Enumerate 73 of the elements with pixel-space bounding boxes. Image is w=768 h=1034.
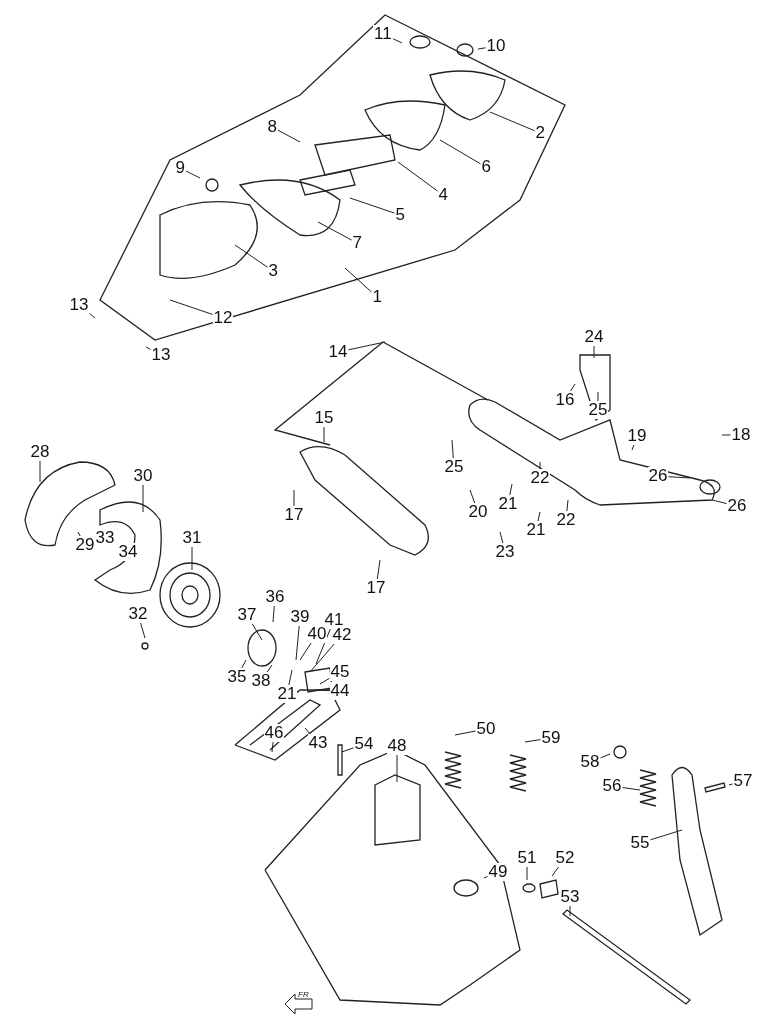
leader-line xyxy=(341,747,354,753)
leader-line xyxy=(241,659,247,669)
leader-line xyxy=(537,511,541,522)
leader-line xyxy=(566,499,569,512)
leader-line xyxy=(392,38,403,44)
leader-line xyxy=(477,47,486,50)
leader-line xyxy=(185,170,201,179)
leader-line xyxy=(277,129,301,143)
leader-line xyxy=(489,111,535,132)
leader-line xyxy=(376,559,381,580)
leader-line xyxy=(454,730,476,736)
leader-line xyxy=(539,461,541,470)
callout-number: 40 xyxy=(306,625,328,643)
leader-line xyxy=(271,741,274,753)
direction-label: FR xyxy=(298,990,309,999)
leader-line xyxy=(600,753,611,759)
leader-line xyxy=(526,866,528,881)
leader-line xyxy=(721,434,731,436)
callout-number: 45 xyxy=(329,663,351,681)
leader-line xyxy=(140,622,146,639)
leader-line xyxy=(622,787,641,791)
callout-number: 34 xyxy=(117,543,139,561)
leader-line xyxy=(469,489,476,504)
leader-line xyxy=(344,267,372,293)
callout-number: 25 xyxy=(587,401,609,419)
leader-line xyxy=(304,727,311,735)
leader-line xyxy=(451,439,454,459)
leader-line xyxy=(309,643,335,673)
leader-line xyxy=(348,341,386,351)
callout-number: 48 xyxy=(386,737,408,755)
leader-line xyxy=(597,391,599,402)
leader-line xyxy=(251,623,263,641)
leader-line xyxy=(349,197,395,214)
leader-line xyxy=(145,346,151,350)
leader-line xyxy=(295,625,300,661)
leader-line xyxy=(551,866,559,877)
callout-number: 46 xyxy=(263,724,285,742)
leader-line xyxy=(483,876,488,879)
leader-line xyxy=(317,221,352,241)
callout-number: 49 xyxy=(487,863,509,881)
leader-line xyxy=(272,605,275,623)
leader-line xyxy=(323,426,325,443)
leader-line xyxy=(509,483,513,496)
leader-line xyxy=(293,489,295,507)
callout-number: 21 xyxy=(276,685,298,703)
leader-line xyxy=(314,689,330,692)
leader-line xyxy=(439,139,481,165)
leader-line xyxy=(650,829,683,841)
leader-line xyxy=(593,345,595,359)
leader-line xyxy=(728,783,733,786)
leader-line xyxy=(39,460,41,483)
leader-line xyxy=(569,905,571,917)
leader-line xyxy=(288,669,293,686)
leader-line xyxy=(89,313,96,319)
leader-line xyxy=(234,244,268,268)
leader-line xyxy=(397,161,438,192)
leader-line xyxy=(711,499,727,504)
leader-line xyxy=(315,628,331,665)
leader-line xyxy=(191,546,193,571)
leader-line xyxy=(499,531,504,544)
leader-line xyxy=(631,444,635,451)
leader-line xyxy=(319,677,330,685)
callout-number: 12 xyxy=(212,309,234,327)
callout-number: 44 xyxy=(329,682,351,700)
leader-line xyxy=(142,484,144,513)
leader-line xyxy=(570,383,576,392)
leader-line xyxy=(169,299,213,315)
leader-line xyxy=(524,739,541,743)
leader-line xyxy=(77,531,81,537)
leader-line xyxy=(668,476,691,479)
leader-line xyxy=(266,664,273,673)
leader-line xyxy=(299,642,312,661)
leader-line xyxy=(396,754,398,783)
